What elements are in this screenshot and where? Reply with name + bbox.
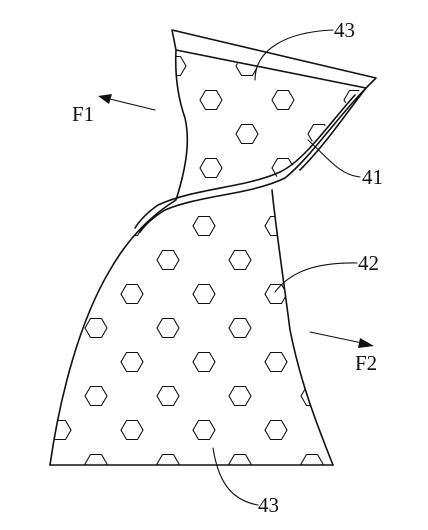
label-bottom-43: 43 [258,493,279,517]
hexagon-cell [300,249,324,271]
hexagon-cell [343,89,360,111]
hexagon-cell [300,453,324,465]
hexagon-cell [199,157,223,179]
hexagon-cell [192,215,216,237]
label-top-43: 43 [334,18,355,42]
hexagon-cell [300,317,324,339]
upper-panel-right-edge [299,87,367,171]
hexagon-cell [84,385,108,407]
lower-panel [49,182,334,466]
hexagon-cell [50,351,72,373]
label-41: 41 [362,165,383,189]
leader-bottom-43 [212,447,259,506]
leader-41 [307,139,361,178]
hexagon-cell [264,351,288,373]
hexagon-cell [156,385,180,407]
leader-top-43 [254,29,334,81]
hexagon-cell [50,419,72,441]
hexagon-cell [84,249,108,271]
hexagon-cell [156,317,180,339]
hexagon-cell [120,351,144,373]
top-strip [171,29,377,89]
lower-panel-right-edge [271,189,334,466]
hexagon-cell [199,89,223,111]
hexagon-cell [156,453,180,465]
force-arrows [98,94,374,348]
hexagon-cell [50,215,72,237]
hexagon-cell [192,351,216,373]
hexagon-cell [175,55,187,77]
label-42: 42 [358,251,379,275]
hexagon-cell [235,123,259,145]
hexagon-cell [228,385,252,407]
label-f2: F2 [355,351,377,375]
hexagon-cell [271,89,295,111]
hexagon-cell [228,317,252,339]
hexagon-cell [84,317,108,339]
hexagon-cell [192,419,216,441]
hexagon-cell [156,249,180,271]
arrow-f2 [309,331,374,348]
upper-panel-outline [174,49,189,201]
hexagon-cell [264,419,288,441]
label-f1: F1 [72,102,94,126]
hexagon-cell [228,453,252,465]
hexagon-cell [50,283,72,305]
lower-panel-left-edge [49,199,177,466]
hexagon-cell [120,283,144,305]
arrow-f1 [98,94,156,111]
hexagon-cell [192,283,216,305]
leader-lines [212,29,361,506]
hexagon-cell [228,249,252,271]
hexagon-cell [120,419,144,441]
hexagon-cell [175,123,187,145]
fold-band [134,87,367,233]
leader-42 [274,262,358,293]
hexagon-cell [84,453,108,465]
